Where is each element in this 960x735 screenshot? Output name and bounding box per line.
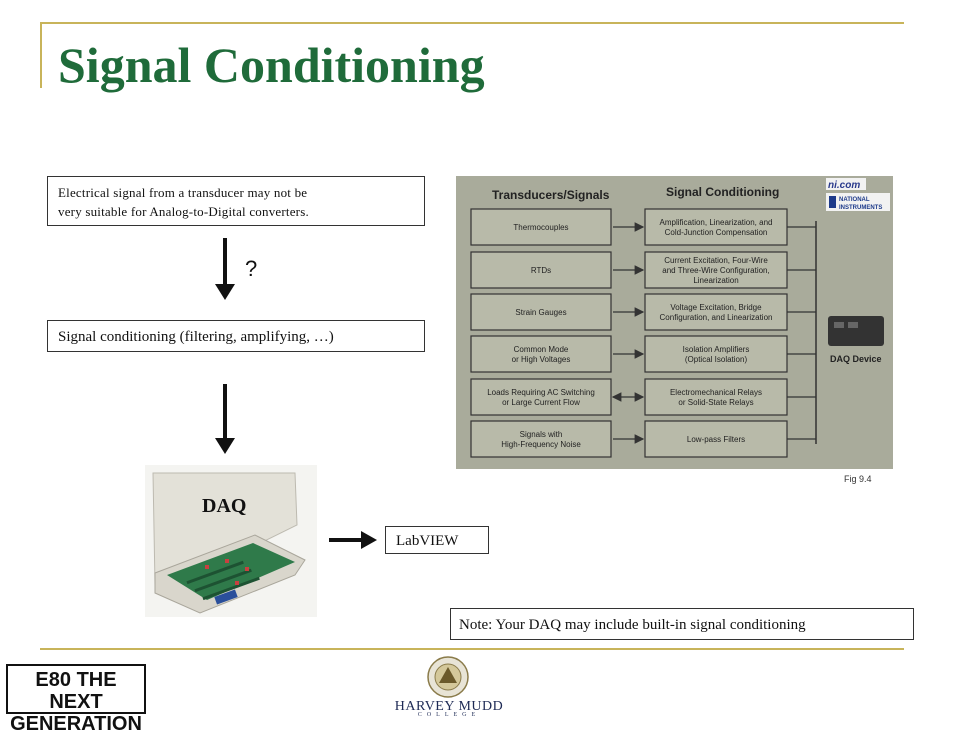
down-arrow-icon xyxy=(215,384,235,454)
transducer-text-line2: very suitable for Analog-to-Digital conv… xyxy=(58,204,309,219)
figure-row-text: Voltage Excitation, Bridge xyxy=(670,303,762,312)
figure-row-text: Amplification, Linearization, and xyxy=(660,218,773,227)
figure-row-text: Electromechanical Relays xyxy=(670,388,762,397)
figure-right-box xyxy=(644,208,788,246)
figure-left-box xyxy=(470,208,612,246)
transducer-text-line1: Electrical signal from a transducer may … xyxy=(58,185,308,200)
figure-left-box xyxy=(470,335,612,373)
figure-row-text: Current Excitation, Four-Wire xyxy=(664,256,768,265)
ni-brand-line1: NATIONAL xyxy=(839,197,870,203)
transducer-signal-box: Electrical signal from a transducer may … xyxy=(47,176,425,226)
figure-row: Thermocouples Amplification, Linearizatio… xyxy=(470,208,816,246)
labview-box: LabVIEW xyxy=(385,526,489,554)
college-seal-icon xyxy=(427,656,469,698)
figure-left-box xyxy=(470,420,612,458)
note-box: Note: Your DAQ may include built-in sign… xyxy=(450,608,914,640)
badge-line2: GENERATION xyxy=(10,713,142,735)
figure-header-left: Transducers/Signals xyxy=(492,188,610,202)
figure-right-box xyxy=(644,293,788,331)
figure-row-text: Cold-Junction Compensation xyxy=(665,228,768,237)
figure-row-text: or Large Current Flow xyxy=(502,398,580,407)
down-arrow-icon xyxy=(215,238,235,300)
bottom-rule xyxy=(40,648,904,650)
signal-conditioning-box: Signal conditioning (filtering, amplifyi… xyxy=(47,320,425,352)
figure-row-text: Common Mode xyxy=(514,345,569,354)
figure-daq-device-label: DAQ Device xyxy=(830,354,882,364)
figure-right-box xyxy=(644,251,788,289)
figure-row-text: Strain Gauges xyxy=(515,308,566,317)
left-rule xyxy=(40,22,42,88)
right-arrow-icon xyxy=(329,531,377,549)
figure-right-box xyxy=(644,335,788,373)
figure-row-text: and Three-Wire Configuration, xyxy=(662,266,769,275)
top-rule xyxy=(40,22,904,24)
daq-device-image xyxy=(145,465,317,617)
figure-row-text: or High Voltages xyxy=(512,355,571,364)
daq-label: DAQ xyxy=(202,495,247,517)
question-mark: ? xyxy=(245,256,258,281)
figure-row-text: Configuration, and Linearization xyxy=(660,313,773,322)
e80-badge: E80 THE NEXT GENERATION xyxy=(6,664,146,735)
ni-brand-line2: INSTRUMENTS xyxy=(839,205,882,211)
figure-row-text: High-Frequency Noise xyxy=(501,440,581,449)
figure-row-text: Loads Requiring AC Switching xyxy=(487,388,595,397)
slide-title: Signal Conditioning xyxy=(58,37,485,93)
signal-conditioning-figure: Transducers/Signals Signal Conditioning … xyxy=(456,176,893,469)
figure-right-box xyxy=(644,420,788,458)
figure-row-text: Low-pass Filters xyxy=(687,435,745,444)
figure-row-text: Linearization xyxy=(693,276,738,285)
figure-left-box xyxy=(470,251,612,289)
figure-caption: Fig 9.4 xyxy=(844,474,872,484)
badge-line1: E80 THE NEXT xyxy=(35,669,117,713)
figure-header-right: Signal Conditioning xyxy=(666,185,779,199)
figure-row-text: Isolation Amplifiers xyxy=(683,345,750,354)
ni-site-text: ni.com xyxy=(828,180,860,191)
figure-row: Strain Gauges Voltage Excitation, BridgeC… xyxy=(470,293,816,331)
figure-row-text: Thermocouples xyxy=(513,223,568,232)
figure-row-text: or Solid-State Relays xyxy=(678,398,753,407)
figure-row-text: (Optical Isolation) xyxy=(685,355,748,364)
figure-row-text: Signals with xyxy=(520,430,563,439)
figure-row-text: RTDs xyxy=(531,266,551,275)
figure-left-box xyxy=(470,378,612,416)
college-name: HARVEY MUDD xyxy=(394,699,504,714)
figure-left-box xyxy=(470,293,612,331)
ni-eagle-icon xyxy=(829,196,836,208)
figure-right-box xyxy=(644,378,788,416)
college-sub: COLLEGE xyxy=(417,712,481,718)
